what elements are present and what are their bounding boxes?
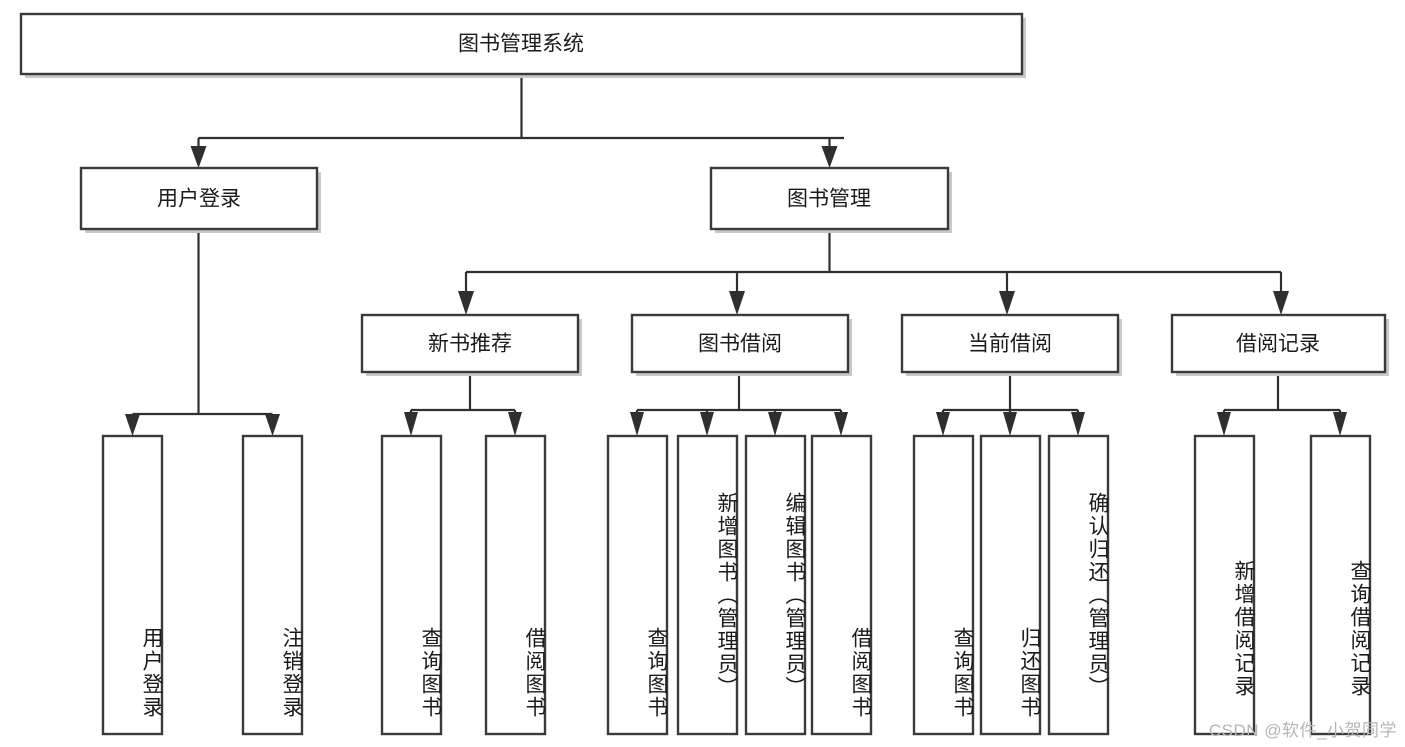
node-leaf-user-login-box[interactable]: [101, 434, 164, 736]
node-leaf-edit-book-box[interactable]: [744, 434, 807, 736]
arrow-head-leaf-query-book-2: [630, 412, 644, 436]
leaf-box-group: [101, 434, 1372, 736]
node-leaf-return-book-box[interactable]: [979, 434, 1042, 736]
arrow-head-leaf-borrow-book-1: [508, 412, 522, 436]
arrow-head-user-login: [190, 146, 207, 168]
arrow-head-leaf-query-book-1: [404, 412, 418, 436]
node-new-book-rec-box[interactable]: [360, 313, 580, 374]
node-book-borrow-box[interactable]: [630, 313, 850, 374]
watermark-label: CSDN @软件_小贺同学: [1208, 721, 1397, 740]
arrow-head-leaf-logout: [265, 414, 280, 436]
node-leaf-query-book-1-box[interactable]: [380, 434, 443, 736]
edge-group: [125, 76, 1347, 436]
node-current-borrow-box[interactable]: [900, 313, 1120, 374]
node-current-borrow[interactable]: 当前借阅: [900, 313, 1122, 376]
node-leaf-confirm-return-box[interactable]: [1047, 434, 1110, 736]
arrow-head-leaf-query-book-3: [936, 412, 950, 436]
node-leaf-borrow-book-2-box[interactable]: [810, 434, 873, 736]
node-book-manage[interactable]: 图书管理: [709, 166, 952, 233]
node-book-manage-box[interactable]: [709, 166, 950, 231]
arrow-head-borrow-record: [1273, 291, 1289, 315]
node-root[interactable]: 图书管理系统: [19, 12, 1026, 78]
node-user-login-label: 用户登录: [157, 188, 241, 211]
node-borrow-record-label: 借阅记录: [1236, 333, 1320, 356]
node-borrow-record-box[interactable]: [1170, 313, 1387, 374]
node-leaf-query-book-2-box[interactable]: [606, 434, 669, 736]
arrow-head-leaf-query-record: [1333, 412, 1347, 436]
node-root-box[interactable]: [19, 12, 1024, 76]
node-leaf-add-record-box[interactable]: [1193, 434, 1256, 736]
node-current-borrow-label: 当前借阅: [968, 333, 1052, 356]
arrow-head-leaf-user-login: [125, 414, 140, 436]
node-root-label: 图书管理系统: [458, 33, 584, 56]
arrow-head-leaf-return-book: [1003, 412, 1017, 436]
arrow-head-new-book-rec: [458, 291, 474, 315]
node-book-borrow[interactable]: 图书借阅: [630, 313, 852, 376]
arrow-head-leaf-confirm-return: [1071, 412, 1085, 436]
arrow-head-current-borrow: [999, 291, 1015, 315]
node-leaf-add-book-box[interactable]: [676, 434, 739, 736]
node-borrow-record[interactable]: 借阅记录: [1170, 313, 1389, 376]
node-leaf-query-book-3-box[interactable]: [912, 434, 975, 736]
node-leaf-logout-box[interactable]: [241, 434, 304, 736]
node-book-manage-label: 图书管理: [787, 188, 871, 211]
node-leaf-borrow-book-1-box[interactable]: [484, 434, 547, 736]
arrow-head-book-borrow: [729, 291, 745, 315]
node-user-login-box[interactable]: [79, 166, 319, 231]
node-book-borrow-label: 图书借阅: [698, 333, 782, 356]
node-new-book-rec[interactable]: 新书推荐: [360, 313, 582, 376]
arrow-head-leaf-add-book: [700, 412, 714, 436]
node-new-book-rec-label: 新书推荐: [428, 333, 512, 356]
node-user-login[interactable]: 用户登录: [79, 166, 321, 233]
node-leaf-query-record-box[interactable]: [1309, 434, 1372, 736]
arrow-head-leaf-add-record: [1217, 412, 1231, 436]
arrow-head-book-manage: [821, 146, 838, 168]
arrow-head-leaf-edit-book: [768, 412, 782, 436]
arrow-head-leaf-borrow-book-2: [834, 412, 848, 436]
